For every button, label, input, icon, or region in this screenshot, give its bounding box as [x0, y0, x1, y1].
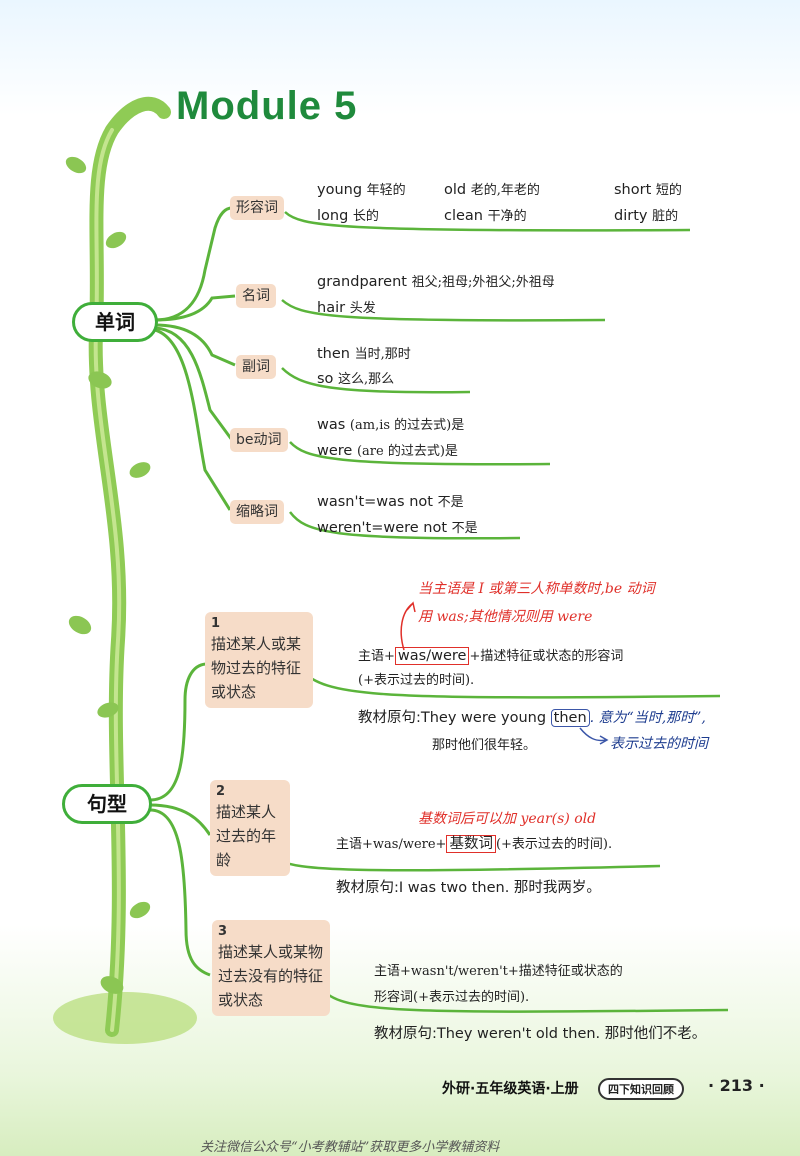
vocab-item: so 这么,那么 [317, 371, 395, 387]
vocab-item: was (am,is 的过去式)是 [317, 417, 465, 433]
vocab-item: short 短的 [614, 182, 682, 198]
vocab-item: wasn't=was not 不是 [317, 494, 464, 510]
pattern-box-3: 3 描述某人或某物过去没有的特征或状态 [212, 920, 330, 1016]
handwritten-note-red: 用 was;其他情况则用 were [418, 609, 593, 625]
vocab-item: grandparent 祖父;祖母;外祖父;外祖母 [317, 274, 555, 290]
highlight-cardinal: 基数词 [446, 835, 496, 853]
vocab-item: long 长的 [317, 208, 379, 224]
highlight-was-were: was/were [394, 647, 470, 665]
pattern-example: 教材原句:They weren't old then. 那时他们不老。 [374, 1026, 707, 1042]
vocab-item: then 当时,那时 [317, 346, 411, 362]
pattern-description: 描述某人或某物过去的特征或状态 [211, 635, 302, 701]
pattern-example-translation: 那时他们很年轻。 [432, 738, 537, 753]
handwritten-note-red: 基数词后可以加 year(s) old [418, 811, 597, 827]
vocab-item: hair 头发 [317, 300, 376, 316]
vocab-node: 单词 [72, 302, 158, 342]
pattern-number: 1 [211, 616, 221, 631]
handwritten-note-blue: 表示过去的时间 [610, 736, 708, 752]
watermark-text: 关注微信公众号“小考教辅站”获取更多小学教辅资料 [200, 1140, 500, 1155]
vocab-item: young 年轻的 [317, 182, 406, 198]
page-title: Module 5 [176, 84, 358, 128]
leaves [65, 156, 151, 994]
pattern-description: 描述某人或某物过去没有的特征或状态 [218, 943, 324, 1009]
vocab-item: weren't=were not 不是 [317, 520, 478, 536]
vocab-item: dirty 脏的 [614, 208, 679, 224]
pattern-formula: 主语+wasn't/weren't+描述特征或状态的 [374, 964, 623, 979]
vocab-item: clean 干净的 [444, 208, 527, 224]
category-tag-be-verb: be动词 [230, 428, 288, 452]
pattern-formula-line2: 形容词(+表示过去的时间). [374, 990, 530, 1005]
category-tag-adverb: 副词 [236, 355, 276, 379]
page-number: · 213 · [708, 1076, 765, 1095]
note-arrow-blue [579, 727, 607, 742]
pattern-formula-line2: (+表示过去的时间). [358, 673, 475, 688]
note-arrow-red [400, 603, 413, 651]
book-title: 外研·五年级英语·上册 [442, 1081, 579, 1097]
highlight-then: then [550, 709, 590, 727]
vocab-item: were (are 的过去式)是 [317, 443, 458, 459]
section-badge: 四下知识回顾 [598, 1078, 684, 1100]
pattern-number: 2 [216, 784, 226, 799]
grass-mound [53, 992, 197, 1044]
vocab-item: old 老的,年老的 [444, 182, 540, 198]
pattern-description: 描述某人过去的年龄 [216, 803, 277, 869]
category-tag-contraction: 缩略词 [230, 500, 284, 524]
pattern-box-1: 1 描述某人或某物过去的特征或状态 [205, 612, 313, 708]
pattern-box-2: 2 描述某人过去的年龄 [210, 780, 290, 876]
category-tag-adjective: 形容词 [230, 196, 284, 220]
pattern-example: 教材原句:They were young then. 意为“当时,那时”, [358, 709, 706, 727]
pattern-number: 3 [218, 924, 228, 939]
pattern-formula: 主语+was/were+基数词(+表示过去的时间). [336, 835, 613, 853]
pattern-formula: 主语+was/were+描述特征或状态的形容词 [358, 647, 624, 665]
sentences-node: 句型 [62, 784, 152, 824]
category-tag-noun: 名词 [236, 284, 276, 308]
handwritten-note-red: 当主语是 I 或第三人称单数时,be 动词 [418, 581, 655, 597]
pattern-example: 教材原句:I was two then. 那时我两岁。 [336, 880, 601, 896]
